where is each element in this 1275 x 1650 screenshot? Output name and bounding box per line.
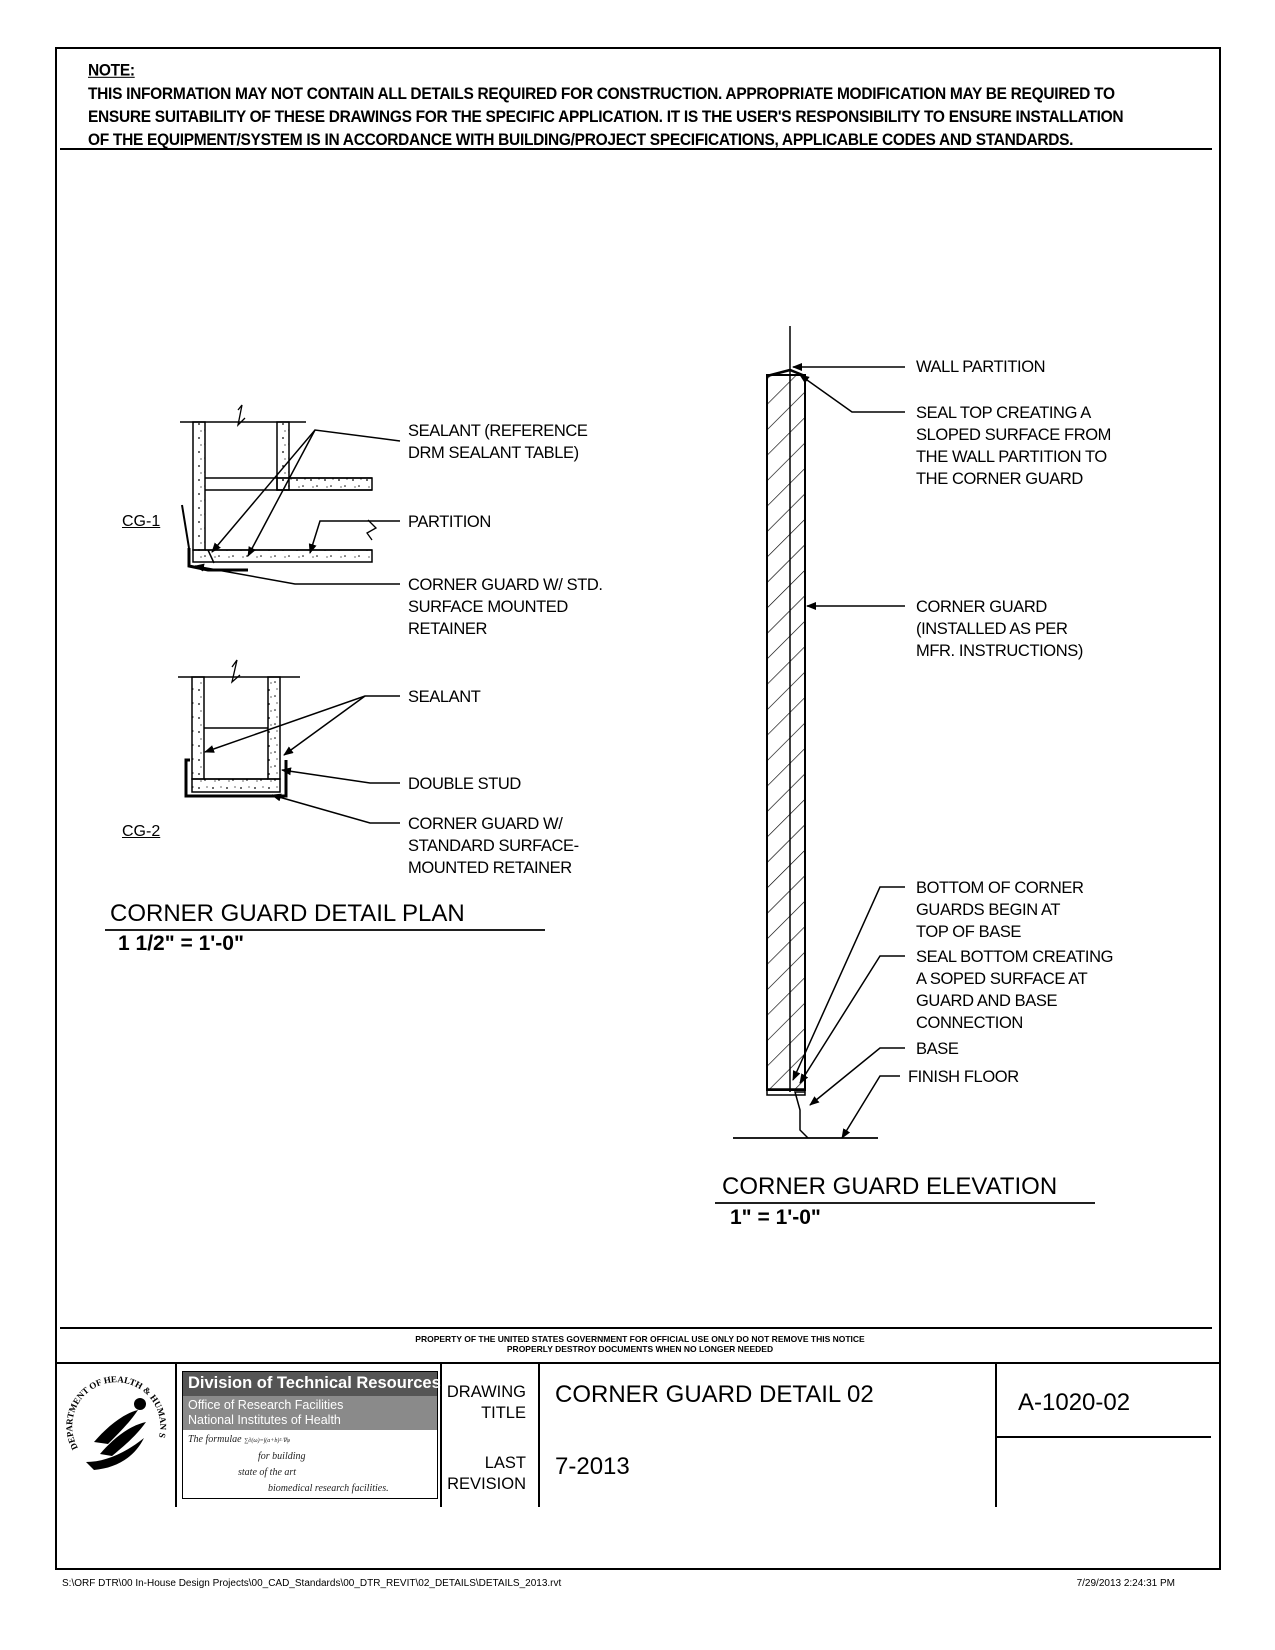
label-partition: PARTITION xyxy=(408,513,491,531)
last-revision-date: 7-2013 xyxy=(555,1453,630,1480)
note-divider xyxy=(60,148,1212,150)
plan-title: CORNER GUARD DETAIL PLAN xyxy=(110,900,465,927)
hhs-seal-logo: DEPARTMENT OF HEALTH & HUMAN SERVICES · … xyxy=(64,1370,168,1470)
elevation-title: CORNER GUARD ELEVATION xyxy=(722,1173,1058,1200)
cg2-tag: CG-2 xyxy=(122,823,161,840)
dtr-logo-box: Division of Technical Resources Office o… xyxy=(182,1371,441,1499)
elevation-scale: 1" = 1'-0" xyxy=(730,1206,821,1229)
sheet-border xyxy=(55,47,1221,1570)
label-finish-floor: FINISH FLOOR xyxy=(908,1068,1019,1086)
label-sealant: SEALANT xyxy=(408,688,481,706)
cg2-plan-detail xyxy=(178,659,400,824)
property-notice: PROPERTY OF THE UNITED STATES GOVERNMENT… xyxy=(415,1334,865,1354)
note-heading: NOTE: xyxy=(88,62,135,80)
cg1-plan-detail xyxy=(180,404,401,585)
label-double-stud: DOUBLE STUD xyxy=(408,775,521,793)
note-line: OF THE EQUIPMENT/SYSTEM IS IN ACCORDANCE… xyxy=(88,131,1074,150)
note-line: ENSURE SUITABILITY OF THESE DRAWINGS FOR… xyxy=(88,108,1124,127)
plot-timestamp: 7/29/2013 2:24:31 PM xyxy=(1076,1578,1175,1589)
file-path: S:\ORF DTR\00 In-House Design Projects\0… xyxy=(62,1578,562,1589)
dtr-subtitle: Office of Research Facilities National I… xyxy=(183,1396,437,1430)
dtr-formula-tagline: The formulae ∑∂(ω)=∫(a+b)²·∇φ for buildi… xyxy=(188,1434,389,1494)
note-line: THIS INFORMATION MAY NOT CONTAIN ALL DET… xyxy=(88,85,1115,104)
cg1-tag: CG-1 xyxy=(122,513,161,530)
label-wall-partition: WALL PARTITION xyxy=(916,358,1046,376)
title-label-cell xyxy=(440,1362,540,1507)
sheet-number-divider xyxy=(995,1362,999,1507)
plan-scale: 1 1/2" = 1'-0" xyxy=(118,932,244,955)
notice-divider xyxy=(60,1327,1212,1329)
sheet-number-underline xyxy=(997,1436,1211,1438)
drawing-title-label: DRAWING TITLE xyxy=(446,1383,526,1422)
seal-cell xyxy=(57,1362,177,1507)
title-block xyxy=(57,1362,1221,1507)
last-revision-label: LAST REVISION xyxy=(447,1454,526,1493)
sheet-number: A-1020-02 xyxy=(1018,1389,1131,1416)
label-base: BASE xyxy=(916,1040,959,1058)
general-note: NOTE: THIS INFORMATION MAY NOT CONTAIN A… xyxy=(88,60,1208,152)
drawing-title: CORNER GUARD DETAIL 02 xyxy=(555,1381,874,1408)
corner-guard-elevation xyxy=(733,326,905,1139)
label-corner-guard-standard: CORNER GUARD W/STANDARD SURFACE-MOUNTED … xyxy=(408,815,579,877)
dtr-title: Division of Technical Resources xyxy=(183,1372,441,1396)
